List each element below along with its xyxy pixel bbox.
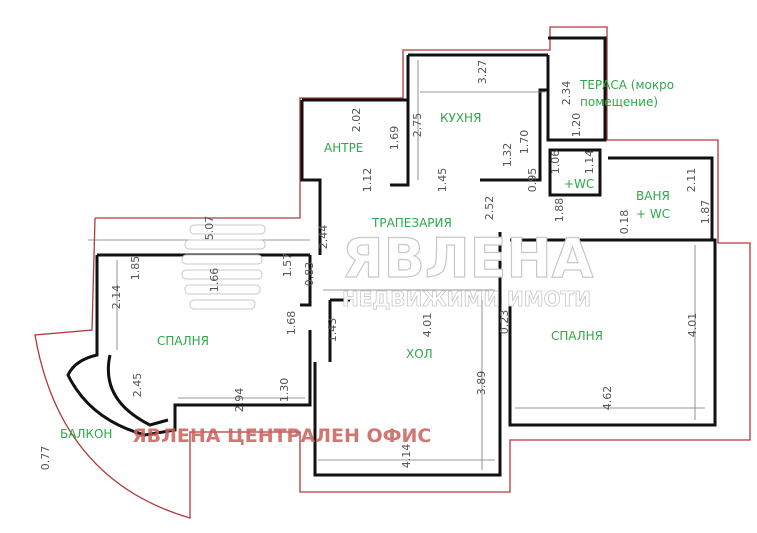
dimension-label: 1.68 <box>285 311 298 336</box>
dimension-label: 4.01 <box>686 313 699 338</box>
room-label-balcony: БАЛКОН <box>60 427 112 441</box>
dimension-label: 1.87 <box>699 200 712 225</box>
dimension-label: 1.45 <box>436 168 449 193</box>
watermark-tagline: НЕДВИЖИМИ ИМОТИ <box>342 287 591 311</box>
dimension-label: 2.94 <box>233 388 246 413</box>
dimension-label: 2.11 <box>685 168 698 193</box>
dimension-label: 1.88 <box>553 198 566 223</box>
room-label-wc: +WC <box>564 177 594 191</box>
dimension-label: 2.34 <box>560 81 573 106</box>
dimension-label: 0.77 <box>39 446 52 471</box>
dimension-label: 3.27 <box>476 60 489 85</box>
room-label-terrace-2: помещение) <box>580 95 658 109</box>
dimension-label: 1.85 <box>129 256 142 281</box>
dimension-label: 1.43 <box>326 318 339 343</box>
room-label-entrance: АНТРЕ <box>324 141 363 155</box>
room-label-bedroom-left: СПАЛНЯ <box>157 334 209 348</box>
dimension-label: 2.14 <box>110 285 123 310</box>
watermark-office: ЯВЛЕНА ЦЕНТРАЛЕН ОФИС <box>132 425 431 447</box>
dimension-label: 0.95 <box>526 168 539 193</box>
dimension-label: 1.14 <box>583 150 596 175</box>
dimension-label: 5.07 <box>203 216 216 241</box>
room-label-bedroom-right: СПАЛНЯ <box>551 329 603 343</box>
dimension-label: 3.89 <box>475 371 488 396</box>
dimension-label: 1.66 <box>208 268 221 293</box>
walls <box>66 36 717 477</box>
dimension-label: 4.14 <box>400 444 413 469</box>
room-label-bath-2: + WC <box>636 207 670 221</box>
dimension-label: 2.52 <box>483 196 496 221</box>
dimension-label: 1.69 <box>388 126 401 151</box>
room-label-living: ХОЛ <box>406 347 433 361</box>
room-label-terrace: ТЕРАСА (мокро <box>579 78 674 92</box>
room-label-kitchen: КУХНЯ <box>440 111 481 125</box>
dimension-label: 1.12 <box>361 168 374 193</box>
dimension-label: 1.57 <box>281 253 294 278</box>
dimension-label: 1.06 <box>549 150 562 175</box>
room-label-bath: ВАНЯ <box>636 189 670 203</box>
dimension-labels: 3.27 2.34 1.20 2.75 2.02 1.69 1.70 1.32 1.14 1.06… <box>39 60 712 471</box>
dimension-label: 2.02 <box>350 108 363 133</box>
dimension-label: 0.83 <box>303 262 316 287</box>
dimension-label: 1.20 <box>570 113 583 138</box>
dimension-label: 0.23 <box>498 310 511 335</box>
dimension-label: 1.32 <box>501 143 514 168</box>
property-outline <box>34 26 751 519</box>
dimension-label: 2.45 <box>131 373 144 398</box>
dimension-label: 4.62 <box>601 386 614 411</box>
room-label-dining: ТРАПЕЗАРИЯ <box>371 216 452 230</box>
dimension-label: 2.44 <box>317 225 330 250</box>
dimension-label: 2.75 <box>411 113 424 138</box>
dimension-label: 0.18 <box>618 210 631 235</box>
dimension-label: 4.01 <box>421 313 434 338</box>
brand-logo-icon <box>181 224 266 310</box>
watermark-brand: ЯВЛЕНА <box>342 227 594 290</box>
dimension-label: 1.70 <box>518 130 531 155</box>
dimension-label: 1.30 <box>278 378 291 403</box>
